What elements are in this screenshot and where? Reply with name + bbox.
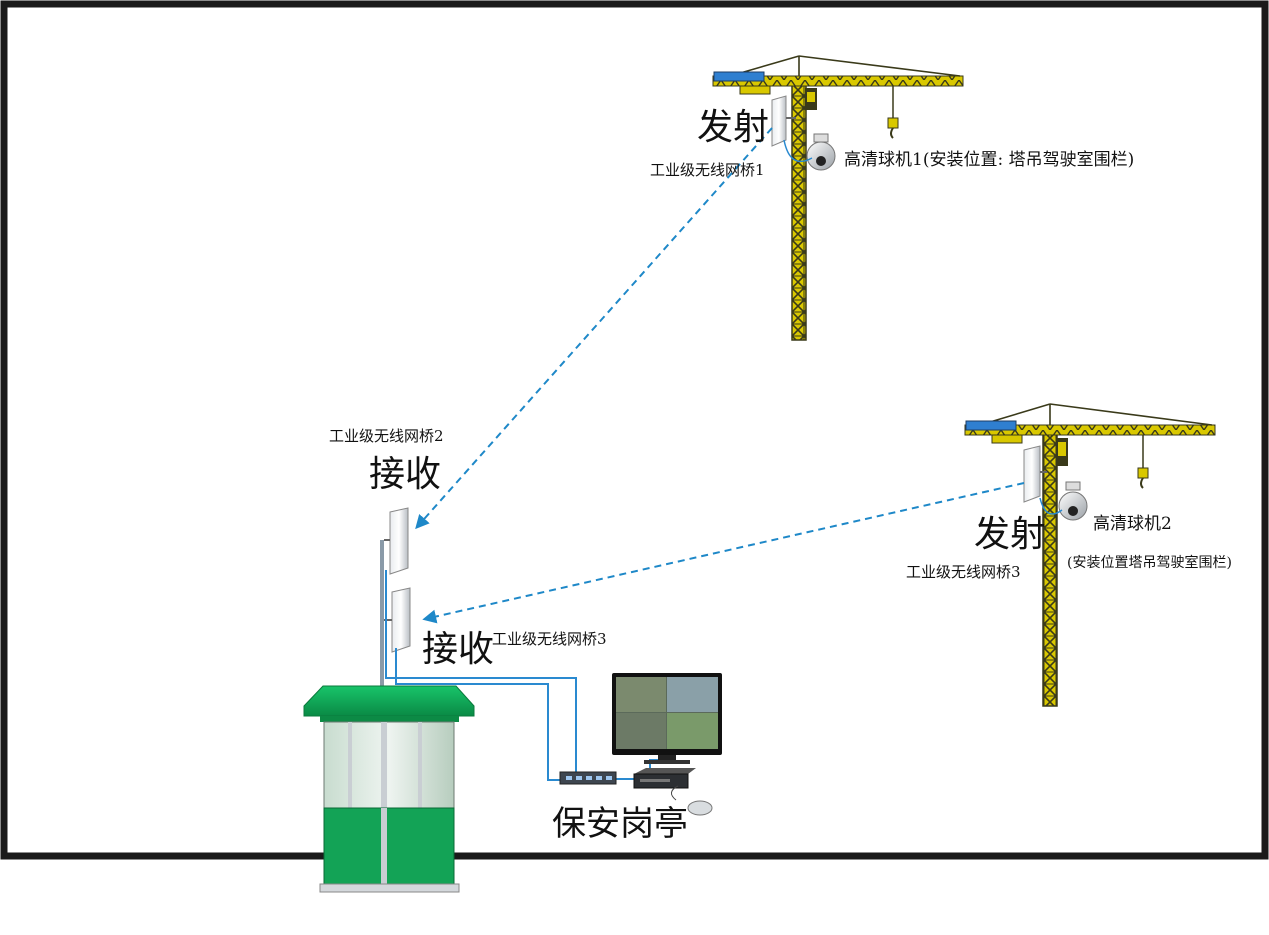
camera-note-2: (安装位置塔吊驾驶室围栏) [1067,555,1232,571]
camera-label-1: 高清球机1(安装位置: 塔吊驾驶室围栏) [844,150,1135,170]
nvr-recorder-icon [633,768,696,789]
ptz-dome-camera-icon [1039,481,1088,521]
wireless-link-2 [422,482,1025,624]
tx-label-1: 发射 [697,107,770,148]
mouse-icon [671,785,713,816]
bridge-label-2: 工业级无线网桥2 [329,427,444,445]
wireless-bridge-icon [1023,445,1047,503]
tower-crane-icon [964,403,1216,707]
wireless-bridge-icon [384,507,409,575]
wireless-link-1 [415,127,773,530]
camera-label-2: 高清球机2 [1093,514,1172,534]
monitor-icon [612,673,722,764]
tower-crane-icon [712,55,964,341]
network-switch-icon [559,771,617,785]
bridge-label-1: 工业级无线网桥1 [650,161,765,179]
wireless-bridge-icon [771,95,796,147]
receiver-mast [380,507,411,690]
tx-label-2: 发射 [974,514,1047,555]
wireless-bridge-icon [384,587,411,653]
rx-label-2: 接收 [422,629,495,670]
security-booth-icon [303,685,475,893]
bridge-label-3-tx: 工业级无线网桥3 [906,563,1021,581]
bridge-label-3-rx: 工业级无线网桥3 [492,630,607,648]
booth-label: 保安岗亭 [552,804,688,844]
ptz-dome-camera-icon [783,133,836,171]
rx-label-1: 接收 [369,454,442,495]
